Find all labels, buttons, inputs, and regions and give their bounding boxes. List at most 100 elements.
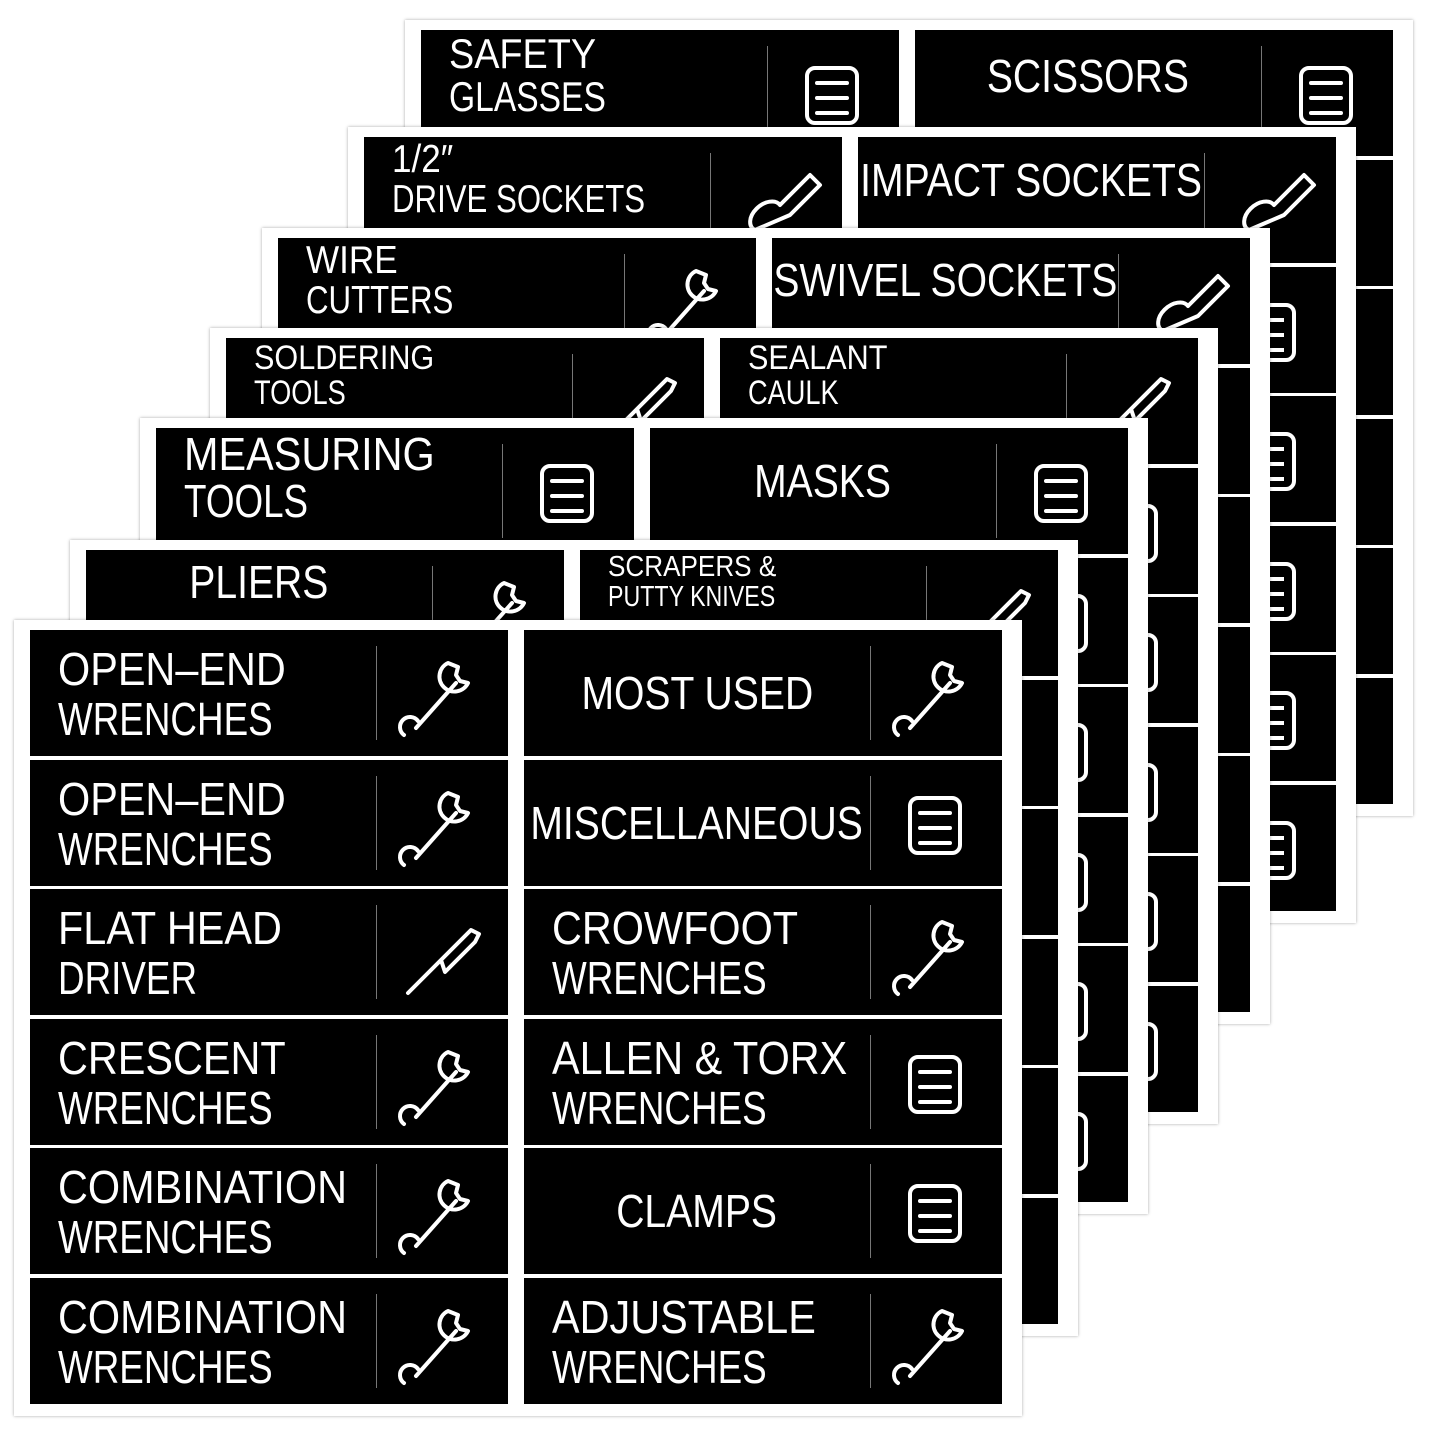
label-line1: SCRAPERS & bbox=[608, 551, 777, 583]
label-line2: WRENCHES bbox=[552, 952, 767, 1004]
label-text: SCRAPERS &PUTTY KNIVES bbox=[580, 550, 926, 676]
divider bbox=[432, 566, 433, 660]
label-line2: WRENCHES bbox=[58, 822, 273, 875]
label-line1: 1/2″ bbox=[392, 138, 454, 181]
label-title: SCISSORS bbox=[986, 49, 1190, 102]
divider bbox=[376, 1164, 377, 1258]
label-text: MOST USED bbox=[524, 630, 870, 756]
scissors-icon bbox=[1299, 66, 1353, 125]
label-line1: SEALANT bbox=[748, 339, 888, 377]
label-line2: TOOLS bbox=[184, 475, 309, 527]
label-line2: DRIVE SOCKETS bbox=[392, 178, 646, 221]
divider bbox=[624, 254, 625, 348]
label-line1: CRESCENT bbox=[58, 1031, 286, 1084]
combination-wrench-icon bbox=[398, 1179, 470, 1255]
label-text: SCISSORS bbox=[915, 30, 1261, 121]
label-line2: WRENCHES bbox=[58, 1211, 273, 1263]
divider bbox=[710, 153, 711, 247]
divider bbox=[870, 1034, 871, 1129]
label-line2: GLASSES bbox=[449, 73, 606, 120]
screwdriver-icon bbox=[406, 928, 481, 995]
crowfoot-wrench-icon bbox=[892, 920, 964, 996]
label-text: SWIVEL SOCKETS bbox=[772, 238, 1118, 322]
open-end-wrench-icon bbox=[398, 661, 470, 737]
clamp-icon bbox=[908, 1184, 962, 1243]
label-line1: ADJUSTABLE bbox=[552, 1290, 816, 1343]
label-line1: MEASURING bbox=[184, 428, 435, 480]
label-text: CLAMPS bbox=[524, 1148, 870, 1274]
label-sticker: MOST USED bbox=[524, 630, 1002, 756]
combination-wrench-icon bbox=[398, 1308, 470, 1385]
divider bbox=[870, 1293, 871, 1388]
label-title: MASKS bbox=[754, 455, 892, 507]
divider bbox=[996, 444, 997, 538]
divider bbox=[1118, 254, 1119, 348]
label-sticker: MISCELLANEOUS bbox=[524, 759, 1002, 886]
label-line2: WRENCHES bbox=[552, 1081, 767, 1134]
hammer-wrench-icon bbox=[892, 661, 964, 737]
divider bbox=[376, 775, 377, 870]
socket-icon bbox=[748, 173, 822, 232]
label-line1: COMBINATION bbox=[58, 1161, 348, 1213]
label-line1: FLAT HEAD bbox=[58, 902, 282, 954]
divider bbox=[572, 354, 573, 448]
divider bbox=[376, 905, 377, 999]
label-line2: WRENCHES bbox=[58, 1340, 273, 1393]
label-text: MISCELLANEOUS bbox=[524, 760, 870, 886]
label-text: MASKS bbox=[650, 428, 996, 534]
label-line1: WIRE bbox=[306, 239, 398, 282]
divider bbox=[376, 1293, 377, 1388]
divider bbox=[870, 905, 871, 999]
label-line2: WRENCHES bbox=[58, 1081, 273, 1134]
label-title: SWIVEL SOCKETS bbox=[772, 254, 1118, 306]
label-line1: SOLDERING bbox=[254, 339, 435, 377]
label-line2: CUTTERS bbox=[306, 279, 454, 322]
label-text: IMPACT SOCKETS bbox=[858, 137, 1204, 222]
divider bbox=[376, 1034, 377, 1129]
label-line1: ALLEN & TORX bbox=[552, 1031, 848, 1084]
open-end-wrench-icon bbox=[398, 790, 470, 867]
divider bbox=[1204, 153, 1205, 247]
label-title: MOST USED bbox=[581, 667, 813, 719]
crescent-wrench-icon bbox=[398, 1049, 470, 1126]
divider bbox=[870, 646, 871, 740]
socket-icon bbox=[1242, 173, 1316, 232]
safety-glasses-icon bbox=[805, 66, 859, 125]
swivel-socket-icon bbox=[1156, 274, 1230, 333]
allen-key-icon bbox=[908, 1054, 962, 1114]
label-title: CLAMPS bbox=[616, 1185, 778, 1237]
misc-tools-icon bbox=[908, 795, 962, 855]
label-title: PLIERS bbox=[189, 556, 329, 608]
label-title: IMPACT SOCKETS bbox=[860, 153, 1202, 206]
label-line2: WRENCHES bbox=[552, 1340, 767, 1393]
tape-measure-icon bbox=[540, 464, 594, 523]
divider bbox=[1261, 46, 1262, 140]
label-sticker: MASKS bbox=[650, 428, 1128, 554]
adjustable-wrench-icon bbox=[892, 1308, 964, 1385]
label-line1: SAFETY bbox=[449, 30, 597, 77]
welding-mask-icon bbox=[1034, 464, 1088, 523]
label-text: 1/2″DRIVE SOCKETS bbox=[364, 137, 710, 263]
